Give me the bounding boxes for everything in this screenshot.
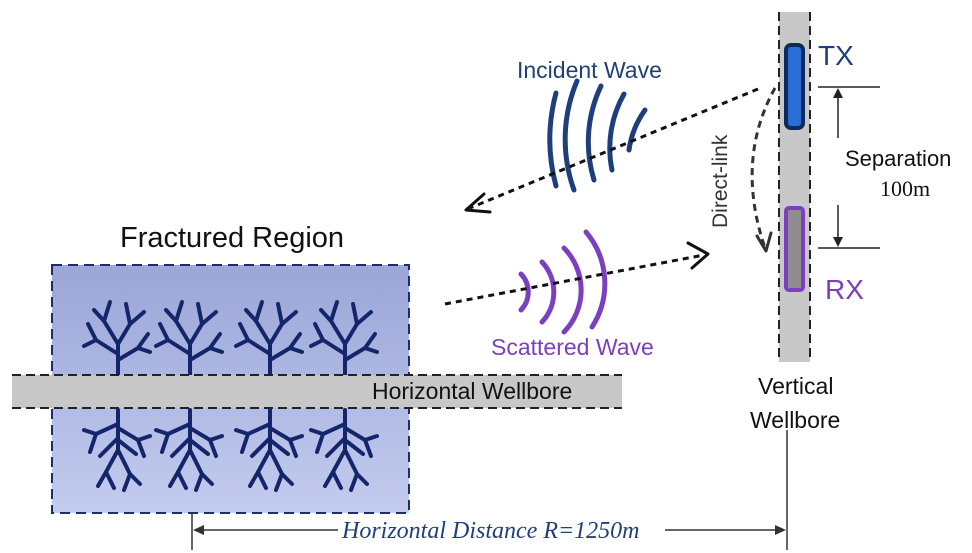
distance-arrow-right: [775, 525, 786, 535]
scattered-arrowhead: [686, 241, 710, 270]
tx-antenna: [784, 43, 805, 130]
horizontal-distance-label: Horizontal Distance R=1250m: [341, 518, 640, 544]
incident-arrowhead: [464, 192, 492, 214]
horizontal-wellbore: [12, 375, 622, 408]
direct-link-curve: [750, 87, 777, 249]
rx-label: RX: [825, 274, 864, 305]
separation-arrow-up: [833, 88, 843, 98]
incident-wave-arcs-icon: [547, 78, 648, 193]
tx-label: TX: [818, 40, 854, 71]
vertical-wellbore-label-line1: Vertical: [758, 373, 833, 399]
separation-arrow-down: [833, 237, 843, 247]
distance-arrow-left: [193, 525, 204, 535]
direct-link-label: Direct-link: [709, 134, 732, 228]
incident-arrow-line: [469, 87, 759, 210]
incident-wave-label: Incident Wave: [517, 57, 662, 83]
separation-value: 100m: [880, 176, 930, 201]
vertical-wellbore-label-line2: Wellbore: [750, 407, 840, 433]
scattered-wave-label: Scattered Wave: [491, 334, 654, 360]
separation-label: Separation: [845, 146, 951, 171]
rx-antenna: [784, 206, 805, 292]
scattered-wave-arcs-icon: [518, 229, 608, 335]
direct-link-arrowhead: [755, 231, 773, 253]
horizontal-wellbore-label: Horizontal Wellbore: [372, 378, 572, 404]
fractured-region-label: Fractured Region: [120, 222, 344, 254]
